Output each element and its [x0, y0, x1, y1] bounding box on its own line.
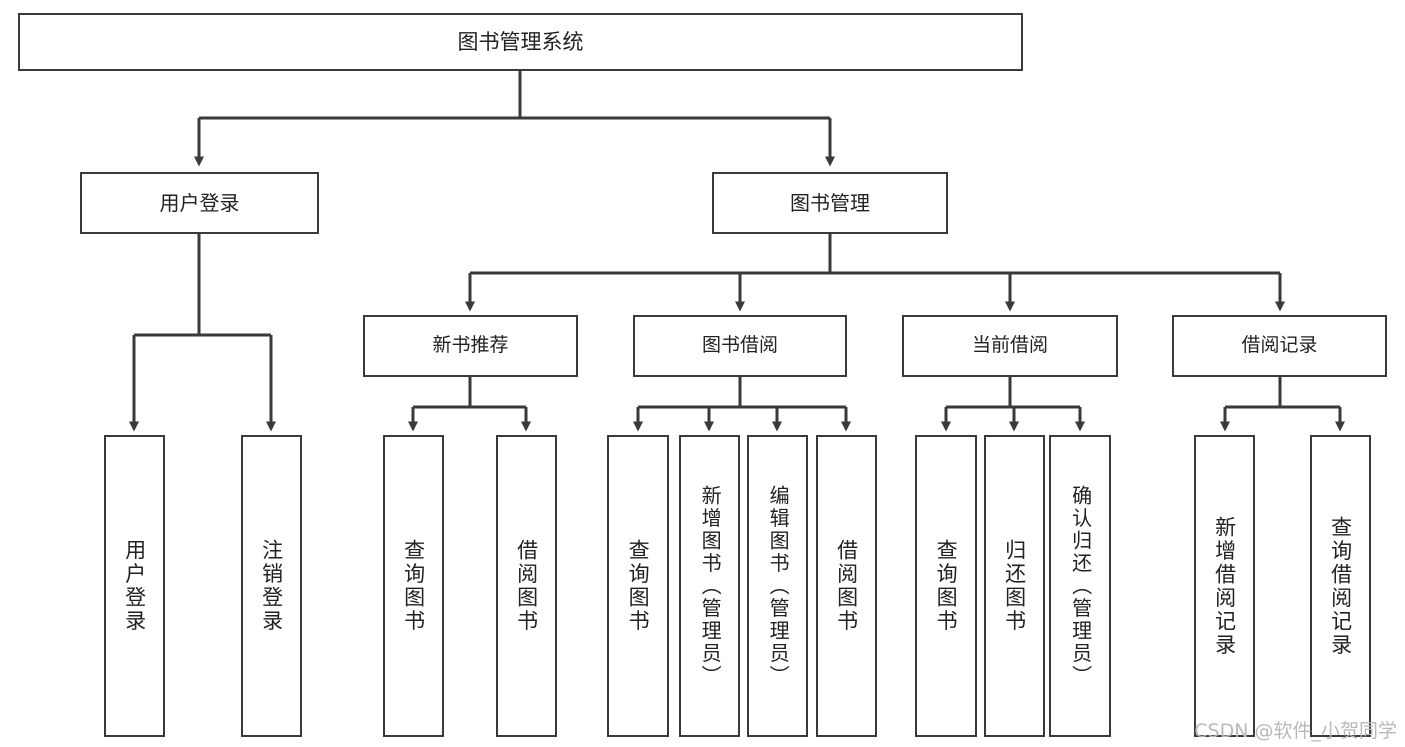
leaf-confirm-return-admin[interactable]: 确认归还（管理员）: [1049, 435, 1111, 737]
leaf-borrow-book-recommend[interactable]: 借阅图书: [496, 435, 557, 737]
leaf-query-borrow-record[interactable]: 查询借阅记录: [1310, 435, 1371, 737]
node-label: 查询图书: [934, 539, 959, 633]
node-book-management[interactable]: 图书管理: [712, 172, 948, 234]
node-label: 图书管理系统: [457, 29, 584, 54]
node-label: 用户登录: [159, 190, 240, 215]
node-label: 借阅图书: [834, 539, 859, 633]
node-label: 用户登录: [122, 539, 147, 633]
leaf-user-logout[interactable]: 注销登录: [241, 435, 302, 737]
node-label: 借阅图书: [514, 539, 539, 633]
csdn-watermark: CSDN @软件_小贺同学: [1194, 720, 1397, 742]
leaf-borrow-book[interactable]: 借阅图书: [816, 435, 877, 737]
leaf-query-book-recommend[interactable]: 查询图书: [383, 435, 444, 737]
node-label: 确认归还（管理员）: [1068, 484, 1093, 688]
leaf-edit-book-admin[interactable]: 编辑图书（管理员）: [747, 435, 808, 737]
leaf-user-login[interactable]: 用户登录: [104, 435, 165, 737]
node-user-login[interactable]: 用户登录: [80, 172, 319, 234]
node-label: 查询借阅记录: [1328, 515, 1353, 657]
node-label: 当前借阅: [971, 334, 1048, 357]
node-label: 编辑图书（管理员）: [766, 484, 791, 688]
node-label: 图书借阅: [701, 334, 778, 357]
leaf-query-book-borrow[interactable]: 查询图书: [607, 435, 669, 737]
leaf-add-book-admin[interactable]: 新增图书（管理员）: [679, 435, 740, 737]
node-book-borrow[interactable]: 图书借阅: [633, 315, 847, 377]
leaf-return-book[interactable]: 归还图书: [984, 435, 1045, 737]
node-label: 新增借阅记录: [1212, 515, 1237, 657]
node-label: 查询图书: [401, 539, 426, 633]
leaf-query-book-current[interactable]: 查询图书: [915, 435, 977, 737]
node-label: 查询图书: [626, 539, 651, 633]
node-label: 归还图书: [1002, 539, 1027, 633]
node-borrow-record[interactable]: 借阅记录: [1172, 315, 1387, 377]
node-label: 新书推荐: [432, 334, 509, 357]
node-new-book-recommend[interactable]: 新书推荐: [363, 315, 578, 377]
node-current-borrow[interactable]: 当前借阅: [902, 315, 1118, 377]
node-label: 图书管理: [790, 190, 870, 215]
node-label: 注销登录: [259, 539, 284, 633]
node-root-system[interactable]: 图书管理系统: [18, 13, 1023, 71]
node-label: 借阅记录: [1241, 334, 1318, 357]
node-label: 新增图书（管理员）: [698, 484, 723, 688]
leaf-add-borrow-record[interactable]: 新增借阅记录: [1194, 435, 1255, 737]
